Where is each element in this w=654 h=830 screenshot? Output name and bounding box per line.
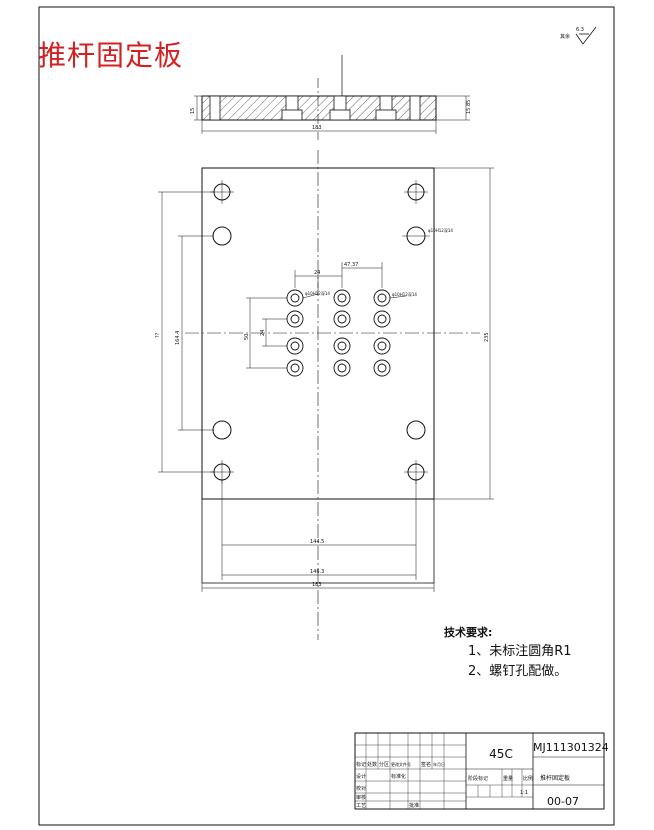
svg-text:更改文件号: 更改文件号 — [391, 761, 411, 767]
drawing-number: 00-07 — [547, 795, 579, 808]
svg-text:φ10H12深14: φ10H12深14 — [428, 227, 453, 233]
svg-text:183: 183 — [312, 582, 322, 588]
tech-requirement-1: 1、未标注圆角R1 — [468, 644, 572, 659]
svg-text:设计: 设计 — [356, 773, 366, 780]
title-block — [354, 732, 605, 810]
svg-text:处数: 处数 — [367, 761, 377, 768]
svg-text:年月日: 年月日 — [433, 761, 445, 767]
svg-text:47.37: 47.37 — [344, 262, 358, 268]
svg-text:签名: 签名 — [421, 761, 431, 768]
svg-text:φ10H12深14: φ10H12深14 — [305, 290, 330, 296]
material: 45C — [489, 747, 513, 761]
section-view: 15 15.85 183 — [190, 55, 472, 140]
svg-text:50: 50 — [244, 334, 250, 340]
svg-text:235: 235 — [484, 332, 490, 342]
part-name: 推杆固定板 — [540, 775, 571, 782]
svg-text:标准化: 标准化 — [391, 773, 406, 780]
svg-text:183: 183 — [312, 125, 322, 131]
svg-text:6.3: 6.3 — [576, 27, 584, 33]
svg-text:φ10H12深14: φ10H12深14 — [392, 291, 417, 297]
svg-text:重量: 重量 — [503, 775, 513, 782]
svg-text:分区: 分区 — [379, 761, 389, 768]
ejector-holes — [286, 289, 391, 377]
svg-text:批准: 批准 — [409, 802, 419, 809]
sheet-border — [38, 6, 615, 826]
svg-text:??: ?? — [155, 332, 161, 338]
svg-text:24: 24 — [314, 270, 320, 276]
svg-text:15.85: 15.85 — [466, 100, 472, 114]
roughness-symbol: 其余 6.3 — [560, 26, 597, 45]
plan-view: φ10H12深14 φ10H12深14 φ10H12深14 47.37 24 5… — [155, 150, 494, 640]
corner-holes — [212, 183, 426, 481]
svg-text:144.5: 144.5 — [310, 539, 324, 545]
tech-requirement-2: 2、螺钉孔配做。 — [468, 664, 568, 679]
scale: 1:1 — [520, 790, 529, 796]
svg-text:校对: 校对 — [356, 785, 366, 792]
svg-text:工艺: 工艺 — [356, 803, 366, 809]
svg-text:标记: 标记 — [356, 761, 366, 768]
svg-text:15: 15 — [190, 108, 196, 114]
title-block-labels: 标记 处数 分区 更改文件号 签名 年月日 设计 校对 审核 工艺 标准化 批准… — [356, 761, 533, 809]
drawing-title: 推杆固定板 — [38, 39, 184, 72]
drawing-code: MJ111301324 — [533, 741, 609, 754]
svg-text:阶段标记: 阶段标记 — [468, 775, 488, 782]
tech-requirements-title: 技术要求: — [444, 626, 493, 639]
svg-text:审核: 审核 — [356, 794, 366, 801]
lower-block — [201, 498, 435, 584]
svg-text:其余: 其余 — [560, 33, 570, 40]
svg-text:24: 24 — [260, 330, 266, 336]
svg-text:164.4: 164.4 — [175, 331, 181, 345]
svg-text:146.3: 146.3 — [310, 569, 324, 575]
svg-text:比例: 比例 — [523, 775, 533, 782]
